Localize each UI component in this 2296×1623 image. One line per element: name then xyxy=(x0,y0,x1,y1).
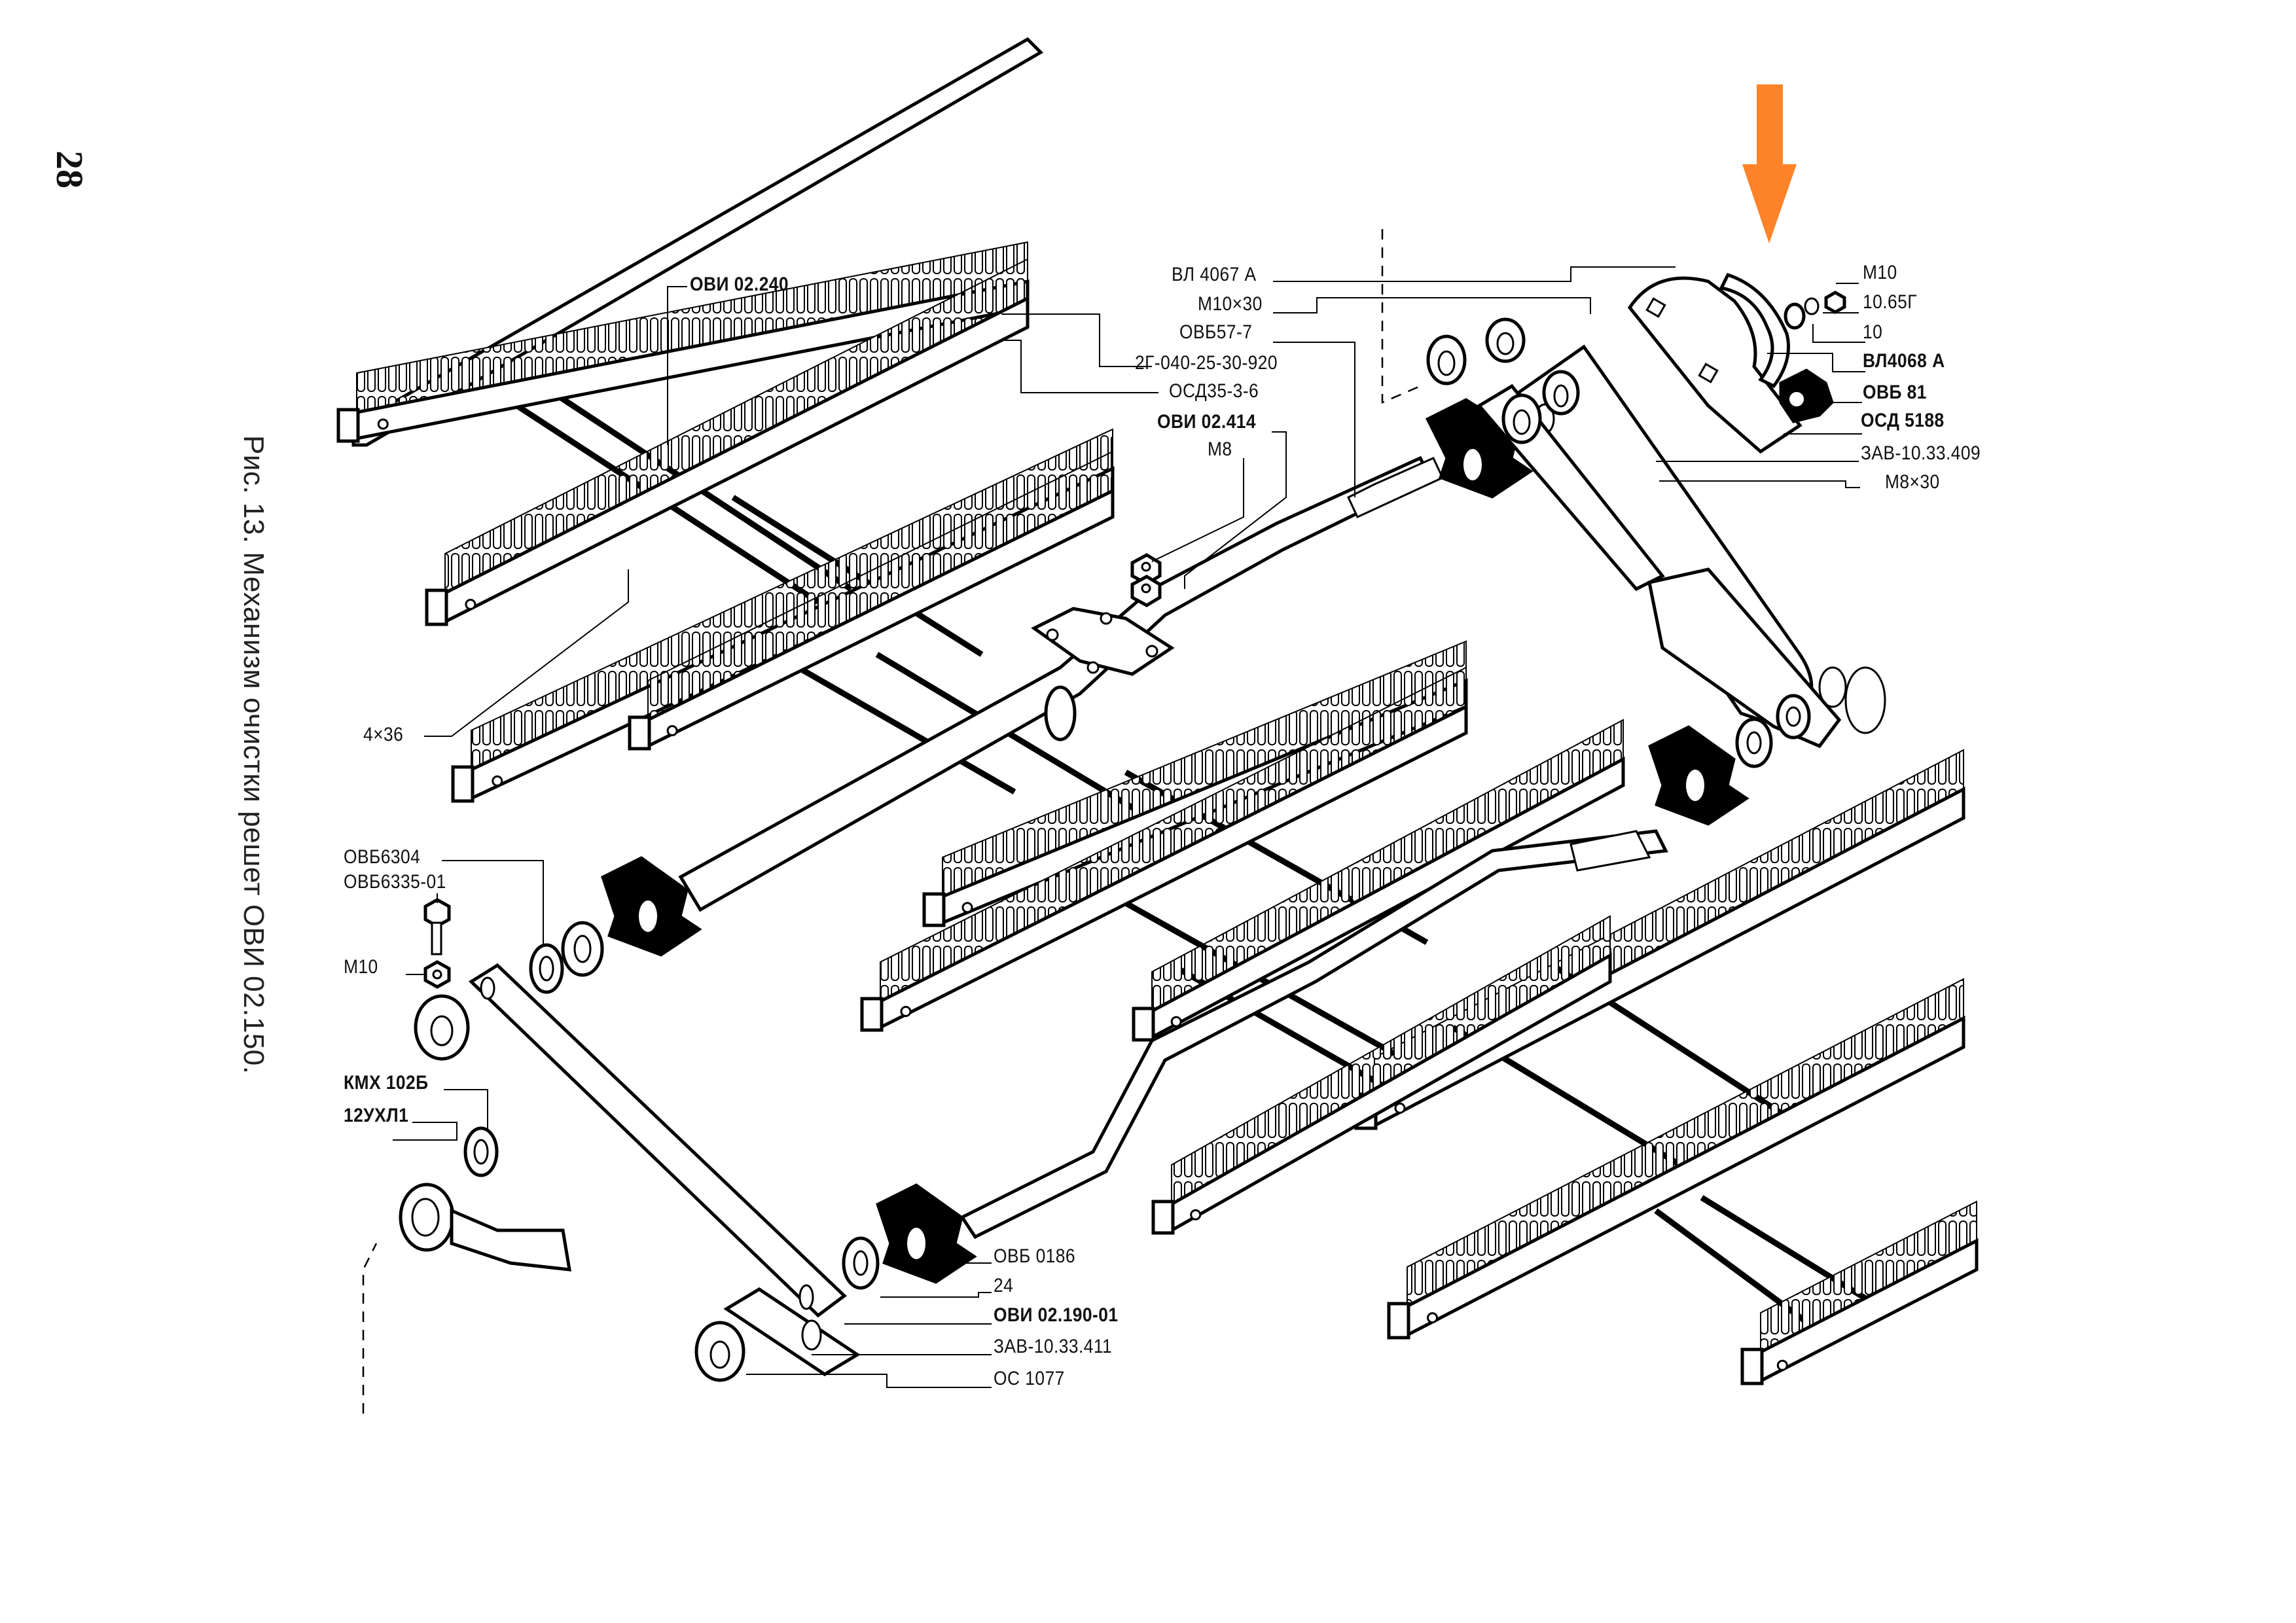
callout-m8x30: М8×30 xyxy=(1885,471,1940,493)
clamp-bracket xyxy=(1031,607,1175,676)
lever-hub xyxy=(399,1183,572,1272)
callout-osd35: ОСД35-3-6 xyxy=(1169,380,1259,402)
washer-bottom xyxy=(842,1236,880,1290)
brush-end-block xyxy=(336,408,360,443)
brush-end-block xyxy=(922,892,946,927)
rubber-block xyxy=(876,1183,977,1284)
callout-zav-411: ЗАВ-10.33.411 xyxy=(994,1336,1113,1357)
assembly-axis xyxy=(362,229,1421,1414)
mounting-hole xyxy=(465,599,476,610)
brush-rail xyxy=(1387,978,1965,1340)
callout-vl4067a: ВЛ 4067 А xyxy=(1172,264,1257,285)
callout-ring-24: 24 xyxy=(994,1275,1014,1296)
callout-m10-left: М10 xyxy=(344,956,378,978)
callout-pin-4x36: 4×36 xyxy=(363,724,404,745)
rubber-block xyxy=(1648,725,1749,826)
leader-lines xyxy=(393,266,1865,1388)
callout-ovb6335: ОВБ6335-01 xyxy=(344,871,446,893)
callout-os1077: ОС 1077 xyxy=(994,1368,1065,1389)
callout-m10-nut: М10 xyxy=(1863,262,1897,283)
brush-end-block xyxy=(860,997,884,1032)
mounting-hole xyxy=(492,775,503,787)
mounting-hole xyxy=(666,725,678,736)
brush-rail xyxy=(860,666,1468,1032)
lower-washers-right xyxy=(1735,694,1811,768)
brush-rail xyxy=(425,258,1030,626)
callout-m8: М8 xyxy=(1208,438,1232,460)
brush-end-block xyxy=(1132,1007,1155,1042)
callout-washer-10: 10 xyxy=(1863,321,1883,343)
brush-end-block xyxy=(1151,1200,1175,1235)
callout-vl4068a: ВЛ4068 А xyxy=(1863,350,1945,372)
nut-m10 xyxy=(423,960,451,989)
small-washers-right xyxy=(1784,291,1846,330)
washers-left xyxy=(529,921,604,994)
arrow-down-icon xyxy=(1742,84,1797,243)
upper-shaft xyxy=(678,455,1444,912)
callout-ovb57-7: ОВБ57-7 xyxy=(1179,321,1253,343)
brush-rail xyxy=(1132,719,1625,1042)
lock-nuts-m8 xyxy=(1130,553,1162,607)
brush-end-block xyxy=(628,715,651,751)
brush-end-block xyxy=(451,765,475,803)
callout-ovi-02-190: ОВИ 02.190-01 xyxy=(994,1304,1119,1326)
long-lever xyxy=(468,963,847,1318)
brush-end-block xyxy=(1387,1302,1410,1340)
brush-end-block xyxy=(1740,1347,1764,1385)
callout-ovb81: ОВБ 81 xyxy=(1863,382,1927,403)
callout-ovi-02-414: ОВИ 02.414 xyxy=(1157,411,1257,433)
mounting-hole xyxy=(1190,1209,1202,1221)
collar xyxy=(414,994,470,1061)
callout-ovb6304: ОВБ6304 xyxy=(344,846,421,868)
callout-washer-1065g: 10.65Г xyxy=(1863,291,1918,313)
rubber-block xyxy=(601,856,702,957)
mounting-hole xyxy=(377,418,389,430)
callout-osd5188: ОСД 5188 xyxy=(1861,410,1945,431)
callout-kmx102b: КМХ 102Б xyxy=(344,1072,429,1094)
brush-rail xyxy=(628,450,1115,751)
collar-bottom xyxy=(694,1321,745,1382)
upper-bushings xyxy=(1426,317,1580,444)
callout-2g-040: 2Г-040-25-30-920 xyxy=(1135,352,1278,374)
callout-ovi-02-240: ОВИ 02.240 xyxy=(690,274,789,295)
callout-ovb0186: ОВБ 0186 xyxy=(994,1245,1076,1267)
brush-rail xyxy=(1151,915,1612,1235)
mounting-hole xyxy=(961,902,973,914)
callout-zav-409: ЗАВ-10.33.409 xyxy=(1861,442,1981,464)
pulley-bracket xyxy=(1627,272,1803,454)
brush-end-block xyxy=(425,588,448,626)
callout-m10x30: М10×30 xyxy=(1198,293,1263,315)
mounting-hole xyxy=(1776,1359,1788,1371)
knob-ovb81 xyxy=(1779,368,1834,423)
brush-rail xyxy=(1740,1200,1979,1385)
lower-shaft xyxy=(960,829,1668,1240)
mounting-hole xyxy=(900,1006,912,1017)
callout-12uxl1: 12УХЛ1 xyxy=(344,1105,409,1126)
mounting-hole xyxy=(1394,1102,1406,1114)
mounting-hole xyxy=(1170,1016,1182,1027)
bushing xyxy=(463,1126,499,1177)
bolt-m10 xyxy=(423,898,451,955)
mounting-hole xyxy=(1427,1312,1438,1324)
